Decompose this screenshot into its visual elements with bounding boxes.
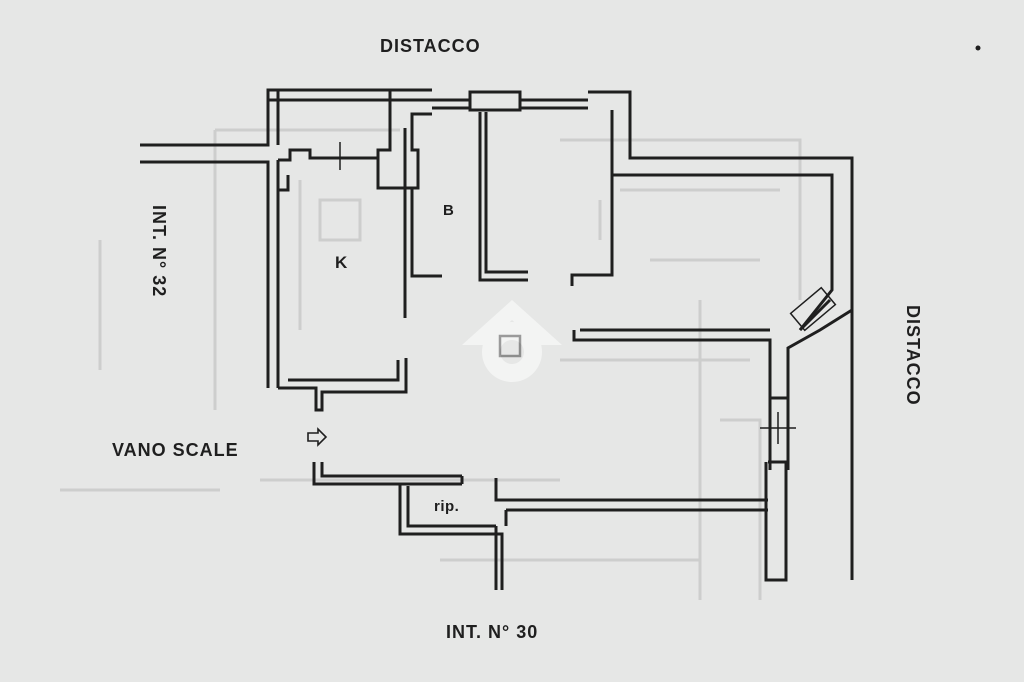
label-storage-rip: rip. <box>434 498 460 515</box>
dot-mark <box>975 45 981 51</box>
label-bottom-int-30: INT. N° 30 <box>446 622 539 642</box>
door-marks <box>339 142 837 444</box>
label-room-k: K <box>335 253 349 272</box>
ghost-lines <box>60 128 802 600</box>
watermark-logo <box>462 300 562 382</box>
label-left-int-32: INT. N° 32 <box>149 205 169 298</box>
walls <box>140 88 854 590</box>
label-vano-scale: VANO SCALE <box>112 440 239 460</box>
label-top-distacco: DISTACCO <box>380 36 481 56</box>
label-right-distacco: DISTACCO <box>903 305 923 406</box>
label-room-b: B <box>443 202 455 219</box>
entrance-arrow-icon <box>307 427 328 447</box>
